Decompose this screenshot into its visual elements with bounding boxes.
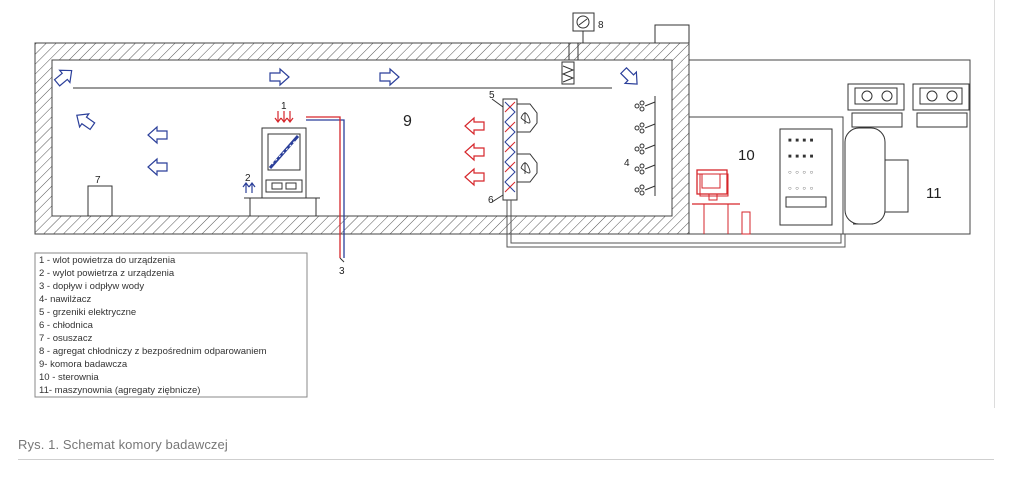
svg-text:■ ■ ■ ■: ■ ■ ■ ■: [788, 153, 814, 160]
label-11: 11: [926, 185, 942, 202]
label-7: 7: [95, 175, 101, 186]
legend-item: 3 - dopływ i odpływ wody: [39, 281, 144, 292]
caption-divider: [18, 459, 994, 460]
refrigeration-unit: [561, 12, 595, 85]
legend-item: 10 - sterownia: [39, 372, 99, 383]
air-handling-device: [242, 111, 345, 263]
airflow-arrow-icon: [269, 68, 290, 86]
label-2: 2: [245, 173, 251, 184]
label-8: 8: [598, 20, 604, 31]
airflow-arrow-icon: [147, 126, 168, 144]
svg-text:○ ○ ○ ○: ○ ○ ○ ○: [788, 185, 814, 192]
computer-workstation: [692, 169, 751, 235]
legend-item: 6 - chłodnica: [39, 320, 94, 331]
figure-caption: Rys. 1. Schemat komory badawczej: [18, 437, 228, 452]
airflow-arrow-icon: [147, 158, 168, 176]
right-divider: [994, 0, 995, 408]
air-flow-arrows: [51, 63, 644, 176]
svg-text:■ ■ ■ ■: ■ ■ ■ ■: [788, 137, 814, 144]
legend-item: 7 - osuszacz: [39, 333, 93, 344]
label-1: 1: [281, 101, 287, 112]
dehumidifier: [87, 185, 113, 217]
label-9: 9: [403, 113, 412, 130]
airflow-arrow-icon: [617, 64, 644, 91]
airflow-arrow-icon: [51, 63, 78, 90]
airflow-arrow-icon: [379, 68, 400, 86]
legend-item: 8 - agregat chłodniczy z bezpośrednim od…: [39, 346, 267, 357]
legend-item: 5 - grzeniki elektryczne: [39, 307, 136, 318]
legend-item: 1 - wlot powietrza do urządzenia: [39, 255, 176, 266]
heating-arrows: [464, 117, 485, 186]
control-cabinet: ■ ■ ■ ■ ■ ■ ■ ■ ○ ○ ○ ○ ○ ○ ○ ○: [779, 128, 833, 226]
legend-item: 2 - wylot powietrza z urządzenia: [39, 268, 175, 279]
label-10: 10: [738, 147, 755, 164]
legend-item: 9- komora badawcza: [39, 359, 128, 370]
label-6: 6: [488, 195, 494, 206]
humidifier: [634, 96, 656, 196]
legend: 1 - wlot powietrza do urządzenia 2 - wyl…: [34, 252, 308, 398]
heat-arrow-icon: [464, 143, 485, 161]
label-4: 4: [624, 158, 630, 169]
label-3: 3: [339, 266, 345, 277]
heater-cooler-unit: [491, 98, 538, 203]
airflow-arrow-icon: [71, 108, 98, 134]
heat-arrow-icon: [464, 117, 485, 135]
floor-pipes: [506, 200, 846, 248]
chamber-walls: [34, 42, 690, 235]
compressors: [844, 83, 970, 225]
legend-item: 4- nawilżacz: [39, 294, 92, 305]
control-room: [688, 116, 844, 235]
label-5: 5: [489, 90, 495, 101]
pipe: [654, 24, 690, 43]
svg-text:○ ○ ○ ○: ○ ○ ○ ○: [788, 169, 814, 176]
heat-arrow-icon: [464, 168, 485, 186]
legend-item: 11- maszynownia (agregaty ziębnicze): [39, 385, 200, 396]
